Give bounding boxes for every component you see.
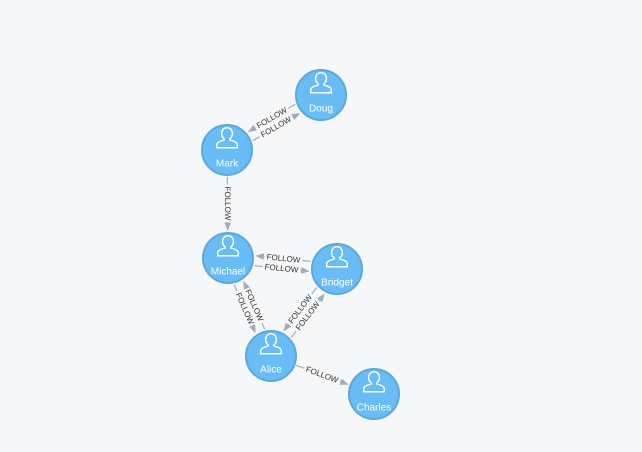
node-bridget[interactable]: Bridget (311, 243, 363, 295)
relationship-line (290, 330, 297, 338)
relationship-line (252, 136, 260, 142)
node-circle (245, 330, 297, 382)
relationship-label: FOLLOW (266, 252, 301, 264)
relationship-line (288, 103, 296, 109)
relationship-label: FOLLOW (264, 262, 299, 274)
relationship-line (302, 259, 311, 262)
node-circle (348, 368, 400, 420)
relationship-arrow (300, 267, 310, 274)
node-mark[interactable]: Mark (201, 124, 253, 176)
node-label: Michael (211, 267, 245, 278)
relationship-line (261, 322, 266, 330)
node-alice[interactable]: Alice (245, 330, 297, 382)
relationship-line (254, 265, 263, 268)
relationship-alice-charles[interactable]: FOLLOW (296, 364, 349, 385)
node-label: Mark (216, 159, 239, 170)
node-circle (201, 124, 253, 176)
node-label: Charles (357, 403, 391, 414)
relationship-arrow (283, 322, 292, 332)
node-circle (202, 232, 254, 284)
relationship-label: FOLLOW (305, 365, 340, 385)
relationship-arrow (249, 324, 256, 334)
relationship-line (311, 287, 318, 295)
relationship-line (296, 364, 305, 369)
relationship-arrow (243, 280, 250, 290)
node-label: Alice (260, 365, 282, 376)
relationship-line (233, 284, 238, 292)
node-circle (295, 69, 347, 121)
relationship-mark-michael[interactable]: FOLLOW (223, 176, 232, 231)
node-label: Doug (309, 104, 333, 115)
node-circle (311, 243, 363, 295)
relationship-arrow (255, 253, 265, 260)
relationship-bridget-michael[interactable]: FOLLOW (255, 252, 311, 265)
relationship-arrow (291, 112, 301, 121)
node-label: Bridget (321, 278, 353, 289)
relationship-label: FOLLOW (223, 187, 232, 221)
relationship-michael-bridget[interactable]: FOLLOW (254, 262, 310, 275)
node-michael[interactable]: Michael (202, 232, 254, 284)
relationship-arrow (339, 378, 349, 385)
relationship-arrow (316, 293, 325, 303)
relationship-arrow (247, 124, 257, 133)
node-charles[interactable]: Charles (348, 368, 400, 420)
node-doug[interactable]: Doug (295, 69, 347, 121)
